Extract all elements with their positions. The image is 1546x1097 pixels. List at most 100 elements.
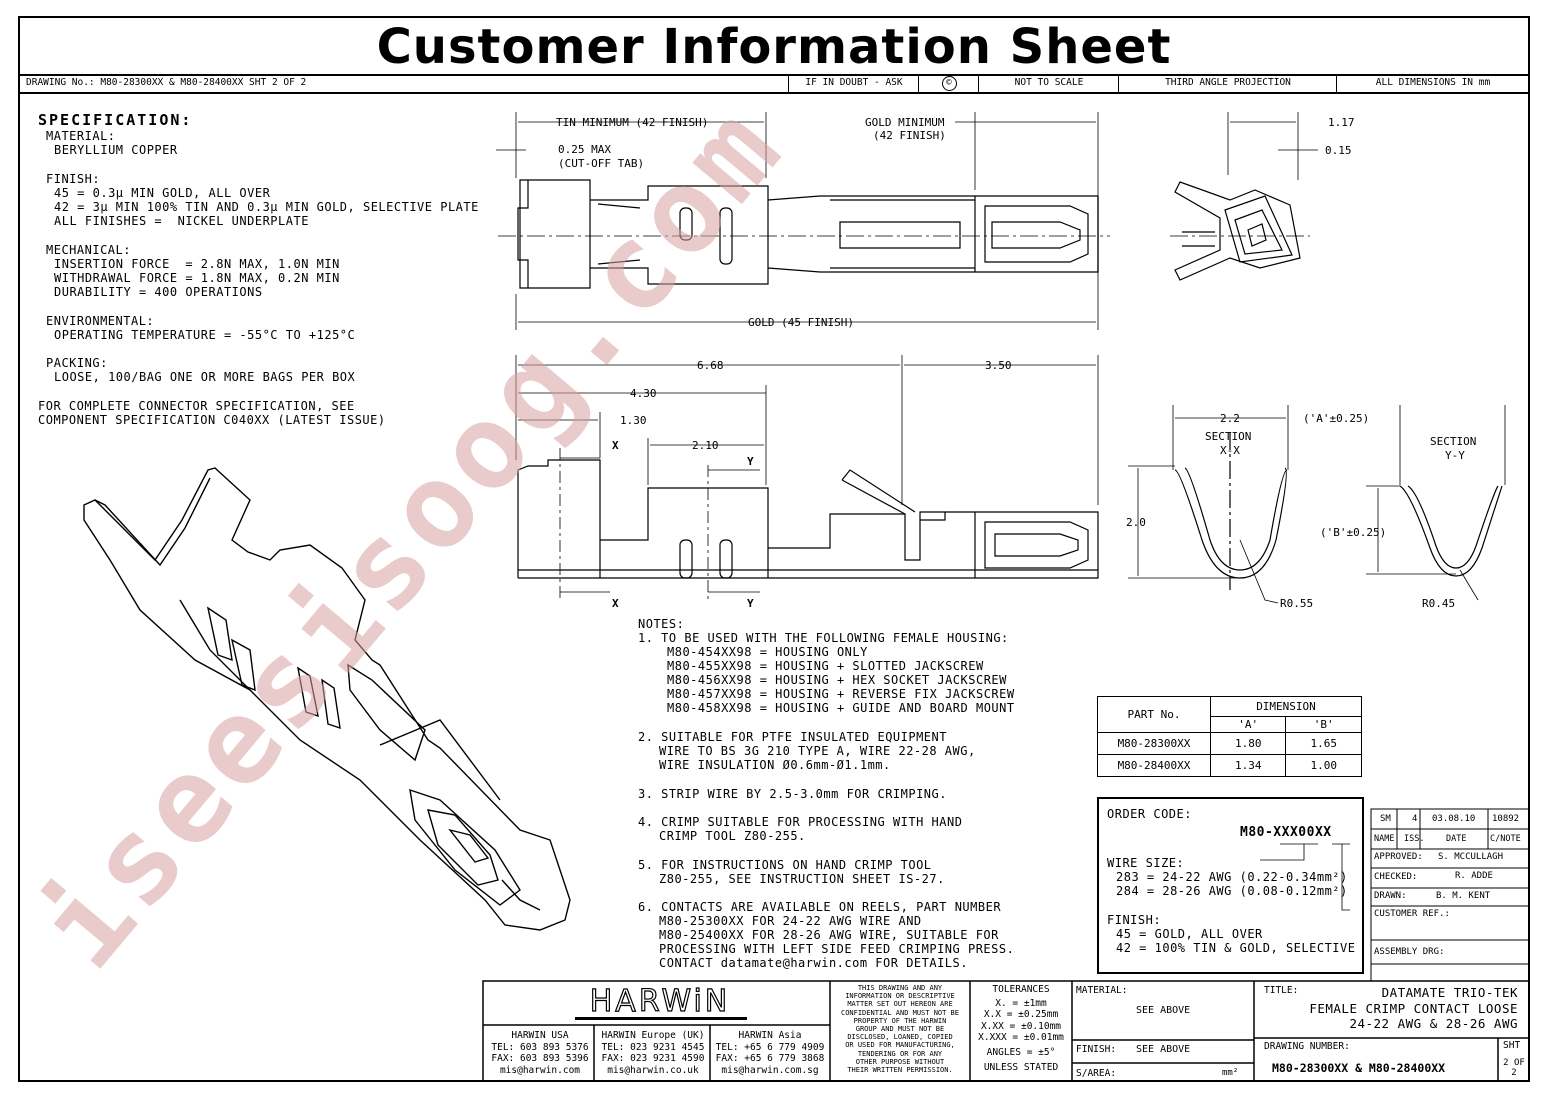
spec-complete-1: FOR COMPLETE CONNECTOR SPECIFICATION, SE…: [38, 399, 355, 413]
checked-label: CHECKED:: [1374, 872, 1418, 882]
dim-668: 6.68: [697, 359, 724, 372]
tol-heading: TOLERANCES: [992, 984, 1050, 995]
spec-durability: DURABILITY = 400 OPERATIONS: [54, 285, 263, 299]
finish-45: 45 = GOLD, ALL OVER: [1116, 927, 1263, 941]
eu-email: mis@harwin.co.uk: [607, 1064, 699, 1076]
confidentiality-notice: THIS DRAWING AND ANY INFORMATION OR DESC…: [832, 984, 968, 1074]
eu-fax: FAX: 023 9231 4590: [601, 1053, 705, 1064]
rev-iss: 4: [1412, 814, 1418, 824]
dimension-lines: [496, 112, 1506, 604]
note-1d: M80-457XX98 = HOUSING + REVERSE FIX JACK…: [667, 687, 1015, 701]
approved-label: APPROVED:: [1374, 852, 1423, 862]
drawn-label: DRAWN:: [1374, 891, 1407, 901]
not-to-scale: NOT TO SCALE: [978, 74, 1119, 92]
usa-email: mis@harwin.com: [499, 1064, 581, 1076]
section-yy-title-1: SECTION: [1430, 435, 1476, 448]
spec-insertion: INSERTION FORCE = 2.8N MAX, 1.0N MIN: [54, 257, 340, 271]
title-line-1: DATAMATE TRIO-TEK: [1381, 985, 1518, 1000]
eu-tel: TEL: 023 9231 4545: [601, 1041, 705, 1053]
dimension-header: DIMENSION: [1210, 696, 1362, 717]
rev-h-name: NAME: [1374, 834, 1395, 844]
dimension-labels: TIN MINIMUM (42 FINISH) 0.25 MAX (CUT-OF…: [556, 116, 1476, 610]
rev-h-cnote: C/NOTE: [1490, 834, 1521, 844]
wire-size-label: WIRE SIZE:: [1107, 856, 1185, 870]
confid-line: GROUP AND MUST NOT BE: [855, 1025, 945, 1034]
area-unit: mm²: [1222, 1068, 1239, 1078]
confid-line: TENDERING OR FOR ANY: [857, 1049, 943, 1058]
part-dimension-table: PART No. DIMENSION 'A' 'B' M80-28300XX 1…: [1097, 696, 1362, 777]
rev-h-date: DATE: [1446, 834, 1467, 844]
table-row: M80-28300XX 1.80 1.65: [1097, 732, 1362, 755]
rev-name: SM: [1380, 814, 1391, 824]
drawn-value: B. M. KENT: [1436, 891, 1491, 901]
section-yy-title-2: Y-Y: [1445, 449, 1465, 462]
rev-date: 03.08.10: [1432, 814, 1476, 824]
dim-22: 2.2: [1220, 412, 1240, 425]
note-6a: 6. CONTACTS ARE AVAILABLE ON REELS, PART…: [638, 900, 1002, 914]
title-block-grid: [482, 980, 1530, 1082]
material-label: MATERIAL:: [1076, 985, 1128, 996]
tol-3: X.XX = ±0.10mm: [980, 1020, 1062, 1032]
finish-42: 42 = 100% TIN & GOLD, SELECTIVE: [1116, 941, 1356, 955]
dim-a-tol: ('A'±0.25): [1303, 412, 1369, 425]
copyright-icon: ©: [941, 76, 957, 91]
note-6b: M80-25300XX FOR 24-22 AWG WIRE AND: [659, 914, 922, 928]
rev-cnote: 10892: [1492, 814, 1520, 824]
contact-end-view: [1174, 181, 1301, 281]
tolerances: TOLERANCES X. = ±1mm X.X = ±0.25mm X.XX …: [971, 984, 1071, 1073]
table-row: M80-28400XX 1.34 1.00: [1097, 754, 1362, 777]
confid-line: THEIR WRITTEN PERMISSION.: [847, 1066, 953, 1075]
asia-fax: FAX: +65 6 779 3868: [715, 1053, 825, 1064]
finish-tb-value: SEE ABOVE: [1136, 1044, 1191, 1055]
if-in-doubt: IF IN DOUBT - ASK: [788, 74, 919, 92]
spec-finish-45: 45 = 0.3µ MIN GOLD, ALL OVER: [54, 186, 271, 200]
table-cell: M80-28300XX: [1097, 732, 1211, 755]
harwin-asia: HARWIN Asia TEL: +65 6 779 4909 FAX: +65…: [710, 1030, 830, 1076]
section-y-top: Y: [747, 455, 754, 468]
note-4a: 4. CRIMP SUITABLE FOR PROCESSING WITH HA…: [638, 815, 963, 829]
wire-284: 284 = 28-26 AWG (0.08-0.12mm²): [1116, 884, 1348, 898]
wire-283: 283 = 24-22 AWG (0.22-0.34mm²): [1116, 870, 1348, 884]
confid-line: MATTER SET OUT HEREON ARE: [847, 1000, 953, 1009]
section-yy: [1399, 485, 1503, 577]
all-dimensions: ALL DIMENSIONS IN mm: [1336, 74, 1529, 92]
material-value: SEE ABOVE: [1136, 1005, 1191, 1016]
dim-015: 0.15: [1325, 144, 1352, 157]
note-6d: PROCESSING WITH LEFT SIDE FEED CRIMPING …: [659, 942, 1015, 956]
asia-heading: HARWIN Asia: [738, 1030, 802, 1041]
note-2c: WIRE INSULATION Ø0.6mm-Ø1.1mm.: [659, 758, 891, 772]
note-3: 3. STRIP WIRE BY 2.5-3.0mm FOR CRIMPING.: [638, 787, 947, 801]
section-xx: [1174, 432, 1288, 590]
notes-heading: NOTES:: [638, 617, 685, 631]
col-b-header: 'B': [1285, 716, 1362, 733]
dim-117: 1.17: [1328, 116, 1355, 129]
drawing-number-value: M80-28300XX & M80-28400XX: [1272, 1061, 1446, 1075]
spec-finish-all: ALL FINISHES = NICKEL UNDERPLATE: [54, 214, 309, 228]
order-code: M80-XXX00XX: [1240, 825, 1332, 840]
spec-finish-42: 42 = 3µ MIN 100% TIN AND 0.3µ MIN GOLD, …: [54, 200, 479, 214]
confid-line: DISCLOSED, LOANED, COPIED: [847, 1033, 953, 1042]
confid-line: INFORMATION OR DESCRIPTIVE: [845, 992, 955, 1001]
section-xx-title-2: X-X: [1220, 444, 1240, 457]
dim-210: 2.10: [692, 439, 719, 452]
table-cell: 1.80: [1209, 732, 1287, 755]
finish-tb-label: FINISH:: [1076, 1044, 1117, 1055]
spec-material: BERYLLIUM COPPER: [54, 143, 178, 157]
copyright-cell: ©: [918, 74, 979, 92]
table-cell: M80-28400XX: [1097, 754, 1211, 777]
contact-top-view: [517, 179, 1099, 289]
title-line-2: FEMALE CRIMP CONTACT LOOSE: [1309, 1000, 1518, 1016]
spec-pack-label: PACKING:: [46, 356, 108, 370]
part-no-header: PART No.: [1097, 696, 1211, 733]
order-code-box: [1097, 797, 1364, 974]
dim-430: 4.30: [630, 387, 657, 400]
spec-complete-2: COMPONENT SPECIFICATION C040XX (LATEST I…: [38, 413, 386, 427]
approved-value: S. MCCULLAGH: [1438, 852, 1504, 862]
spec-mech-label: MECHANICAL:: [46, 243, 131, 257]
dim-gold-min-1: GOLD MINIMUM: [865, 116, 945, 129]
area-label: S/AREA:: [1076, 1068, 1117, 1079]
spec-finish-label: FINISH:: [46, 172, 101, 186]
dim-gold-min-2: (42 FINISH): [873, 129, 946, 142]
note-2b: WIRE TO BS 3G 210 TYPE A, WIRE 22-28 AWG…: [659, 744, 976, 758]
table-cell: 1.65: [1285, 732, 1362, 755]
